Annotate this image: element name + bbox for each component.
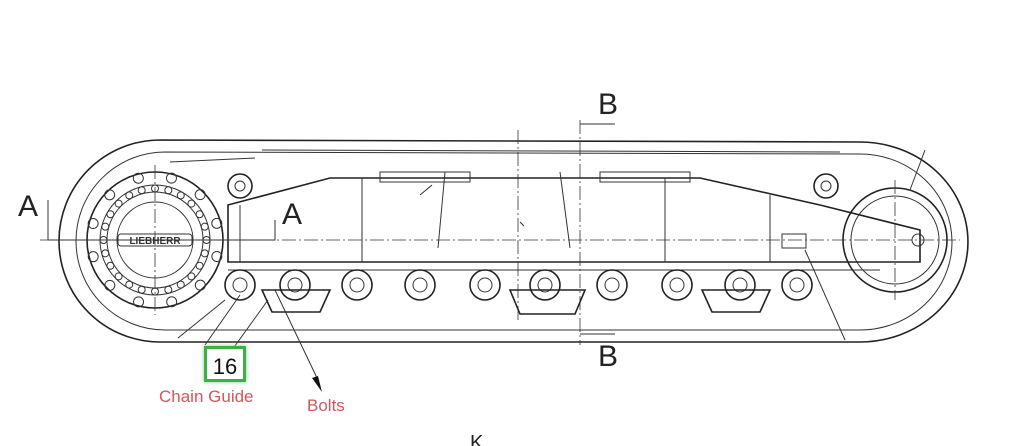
sprocket-bolt-hole bbox=[106, 261, 115, 270]
track-roller bbox=[404, 269, 436, 301]
roller-hub bbox=[732, 277, 748, 293]
sprocket-bolt-hole bbox=[137, 186, 146, 195]
roller-hub bbox=[232, 277, 248, 293]
sprocket-bolt-hole bbox=[200, 249, 209, 258]
chain-guide bbox=[260, 289, 772, 315]
sprocket-bolt-hole bbox=[114, 272, 123, 281]
chain-guide-label: Chain Guide bbox=[159, 387, 254, 406]
sprocket-bolt-hole bbox=[137, 285, 146, 294]
sprocket-tooth bbox=[104, 189, 116, 201]
sprocket-bolt-hole bbox=[101, 249, 110, 258]
track-outer bbox=[58, 139, 969, 343]
sprocket-tooth bbox=[166, 296, 178, 308]
track-rollers bbox=[224, 269, 813, 301]
roller-hub bbox=[537, 277, 553, 293]
section-label-b-bottom: B bbox=[598, 340, 619, 373]
section-label-a-left: A bbox=[18, 190, 39, 223]
sprocket-bolt-hole bbox=[106, 210, 115, 219]
sprocket-bolt-hole bbox=[125, 280, 134, 289]
track-roller bbox=[724, 269, 756, 301]
roller-hub bbox=[789, 277, 805, 293]
sprocket-bolt-hole bbox=[176, 280, 185, 289]
track-roller bbox=[279, 269, 311, 301]
sprocket-tooth bbox=[194, 279, 206, 291]
partial-label: K bbox=[470, 432, 484, 446]
sprocket-bolt-hole bbox=[164, 285, 173, 294]
sprocket-bolt-hole bbox=[164, 186, 173, 195]
sprocket-tooth bbox=[133, 296, 145, 308]
sprocket-bolt-hole bbox=[176, 191, 185, 200]
sprocket-tooth bbox=[165, 172, 177, 184]
track-roller bbox=[224, 269, 256, 301]
part-number-badge: 16 bbox=[204, 346, 246, 382]
roller-hub bbox=[604, 277, 620, 293]
track-frame bbox=[227, 177, 921, 263]
sprocket-bolt-hole bbox=[187, 272, 196, 281]
sprocket-tooth bbox=[211, 217, 223, 229]
sprocket-bolt-hole bbox=[195, 210, 204, 219]
sprocket-tooth bbox=[87, 218, 99, 230]
sprocket-tooth bbox=[132, 172, 144, 184]
sprocket-bolt-hole bbox=[200, 222, 209, 231]
sprocket-bolt-hole bbox=[101, 222, 110, 231]
sprocket-bolt-hole bbox=[195, 261, 204, 270]
frame-plate bbox=[781, 233, 807, 249]
sprocket-bolt-hole bbox=[125, 191, 134, 200]
track-roller bbox=[596, 269, 628, 301]
track-roller bbox=[661, 269, 693, 301]
track-roller bbox=[469, 269, 501, 301]
sprocket-bolt-hole bbox=[114, 199, 123, 208]
roller-hub bbox=[412, 277, 428, 293]
sprocket-bolt-hole bbox=[187, 199, 196, 208]
sprocket-tooth bbox=[104, 279, 116, 291]
roller-hub bbox=[669, 277, 685, 293]
carrier-rollers bbox=[227, 173, 839, 199]
section-label-a-right: A bbox=[282, 198, 303, 231]
bolts-label: Bolts bbox=[307, 396, 345, 415]
roller-hub bbox=[287, 277, 303, 293]
sprocket-tooth bbox=[211, 250, 223, 262]
roller-hub bbox=[349, 277, 365, 293]
sprocket-tooth bbox=[87, 251, 99, 263]
roller-hub bbox=[477, 277, 493, 293]
sprocket-tooth bbox=[194, 189, 206, 201]
track-inner bbox=[75, 151, 953, 331]
track-roller bbox=[529, 269, 561, 301]
track-roller bbox=[781, 269, 813, 301]
track-roller bbox=[341, 269, 373, 301]
section-label-b-top: B bbox=[598, 88, 619, 121]
